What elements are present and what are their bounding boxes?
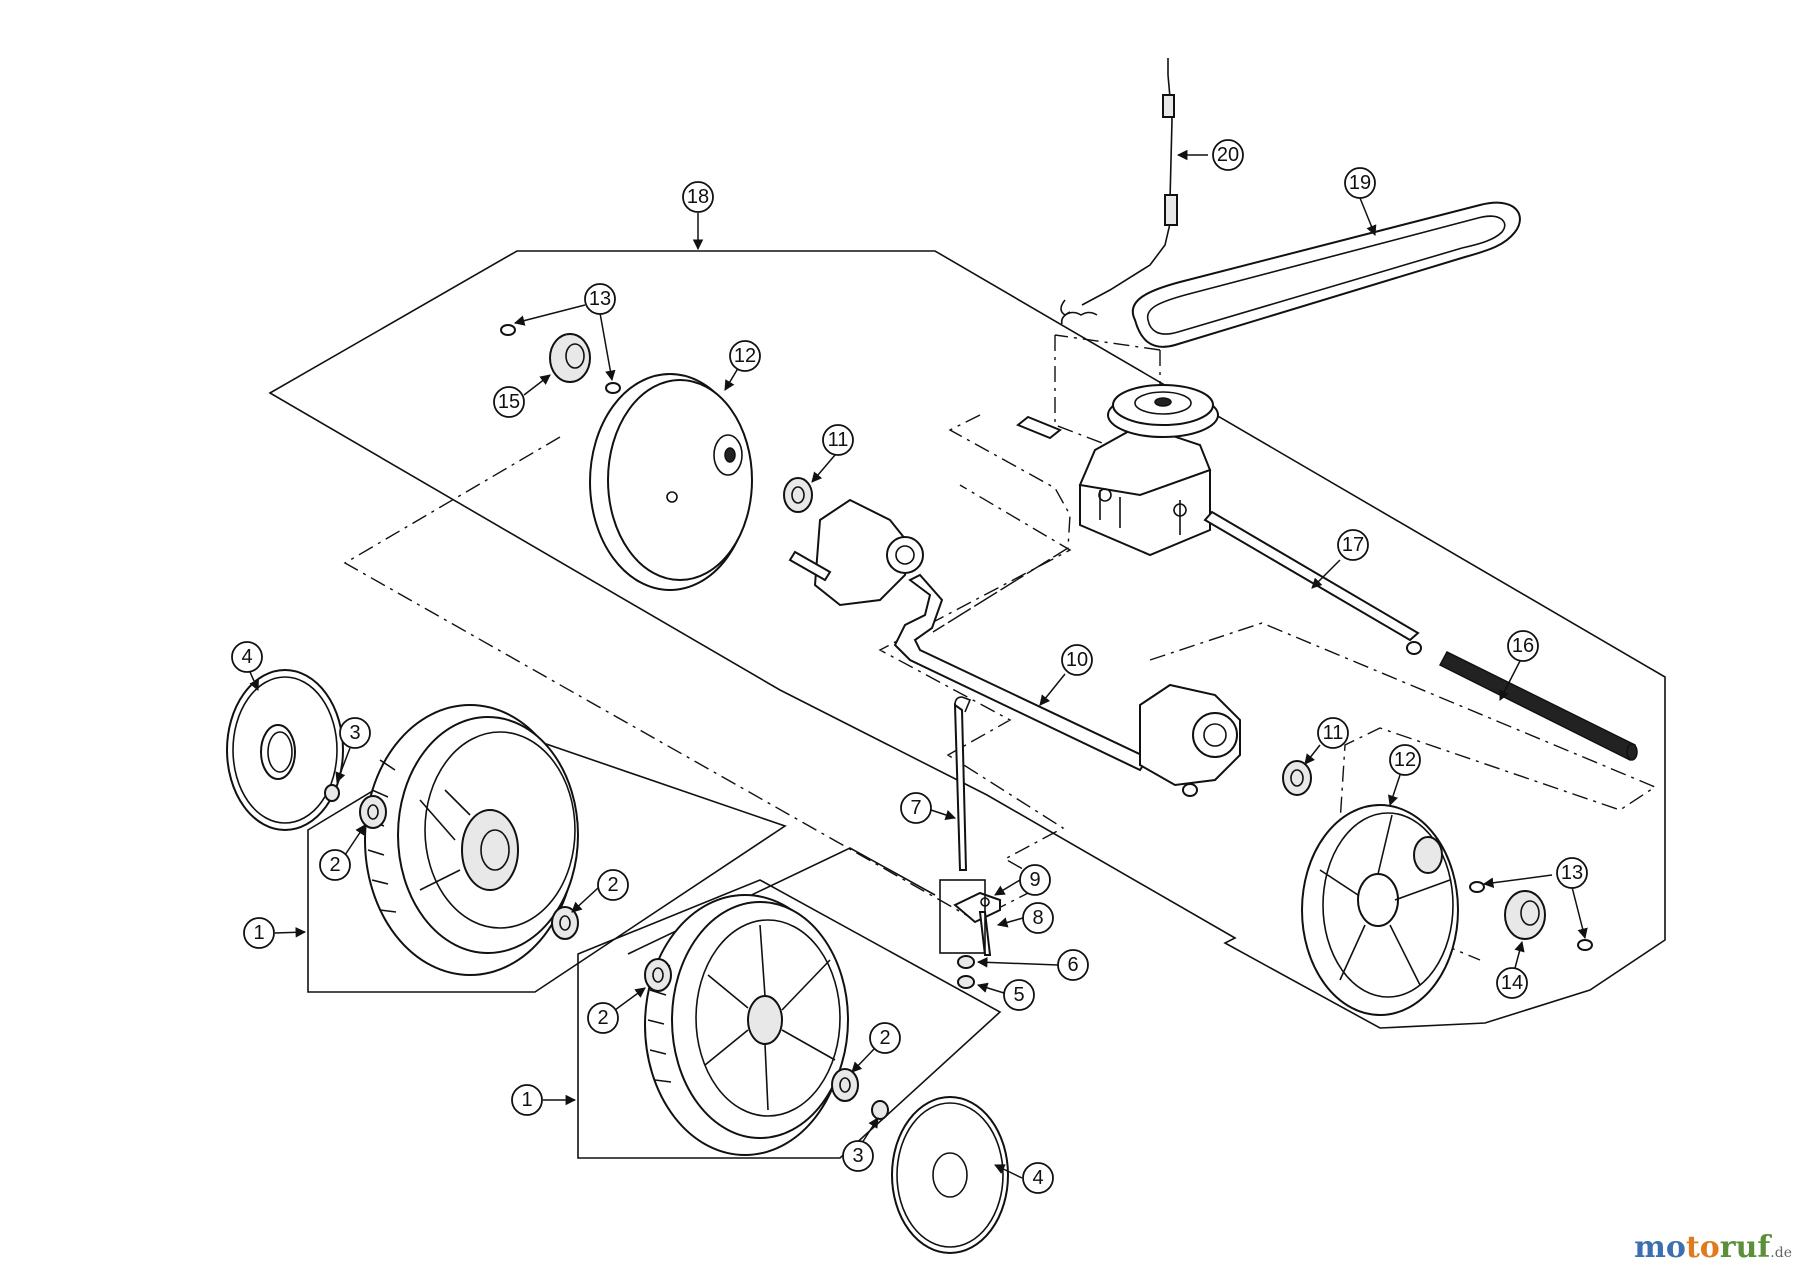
callout-20: 20 — [1212, 139, 1244, 171]
callout-10: 10 — [1061, 644, 1093, 676]
adjust-plate — [953, 891, 1001, 924]
svg-text:8: 8 — [1032, 907, 1043, 929]
height-adjust-rod — [953, 696, 972, 871]
clip-upper-right — [605, 382, 621, 394]
callout-5: 5 — [1003, 979, 1035, 1011]
bearing-upper — [783, 477, 813, 513]
callout-13-lower: 13 — [1556, 857, 1588, 889]
svg-text:13: 13 — [589, 288, 611, 310]
bushing-rear — [324, 784, 340, 802]
svg-text:3: 3 — [349, 722, 360, 744]
callout-1-rear: 1 — [243, 917, 275, 949]
knurled-shaft — [1438, 651, 1638, 762]
adjust-bracket-box — [939, 879, 986, 954]
callout-11-upper: 11 — [822, 424, 854, 456]
svg-text:13: 13 — [1561, 862, 1583, 884]
callout-13-upper: 13 — [584, 283, 616, 315]
callout-1-front: 1 — [511, 1084, 543, 1116]
bushing-front — [871, 1100, 889, 1120]
pinion-gear-lower — [1504, 890, 1546, 940]
callout-11-lower: 11 — [1317, 717, 1349, 749]
right-bearing-bracket — [1139, 683, 1241, 797]
svg-text:11: 11 — [828, 429, 849, 451]
transmission-gearbox — [1078, 384, 1219, 557]
svg-text:5: 5 — [1013, 984, 1024, 1006]
callout-12-upper: 12 — [729, 340, 761, 372]
hub-cap-rear — [226, 669, 344, 831]
watermark-logo: motoruf.de — [1634, 1230, 1792, 1265]
callout-12-lower: 12 — [1389, 744, 1421, 776]
left-axle-group-outline — [343, 436, 1072, 921]
drive-belt — [1131, 201, 1521, 348]
svg-text:10: 10 — [1066, 649, 1088, 671]
callout-18: 18 — [682, 181, 714, 213]
bearing-lower — [1282, 760, 1312, 796]
drive-disc-upper — [589, 373, 753, 591]
svg-text:16: 16 — [1512, 635, 1534, 657]
svg-text:17: 17 — [1342, 534, 1364, 556]
callout-8: 8 — [1022, 902, 1054, 934]
svg-text:11: 11 — [1323, 722, 1344, 744]
callout-4-rear: 4 — [231, 641, 263, 673]
svg-text:7: 7 — [910, 797, 921, 819]
callout-2-rear-right: 2 — [597, 869, 629, 901]
rear-wheel — [364, 704, 579, 976]
nut-upper — [957, 955, 975, 969]
svg-text:19: 19 — [1349, 172, 1371, 194]
callout-16: 16 — [1507, 630, 1539, 662]
callout-2-rear-left: 2 — [319, 849, 351, 881]
callout-3-rear: 3 — [339, 717, 371, 749]
svg-text:14: 14 — [1501, 972, 1523, 994]
drive-axle — [1016, 415, 1422, 655]
left-bearing-bracket — [788, 498, 924, 607]
front-wheel-box — [577, 879, 1002, 1159]
svg-text:2: 2 — [607, 874, 618, 896]
svg-text:18: 18 — [687, 186, 709, 208]
callout-15: 15 — [493, 386, 525, 418]
gearbox-group-outline — [932, 414, 1071, 633]
clip-lower-left — [1469, 881, 1485, 893]
svg-text:4: 4 — [1032, 1167, 1043, 1189]
callout-4-front: 4 — [1022, 1162, 1054, 1194]
callout-9: 9 — [1019, 864, 1051, 896]
svg-text:4: 4 — [241, 646, 252, 668]
svg-text:9: 9 — [1029, 869, 1040, 891]
svg-text:20: 20 — [1217, 144, 1239, 166]
bearing-rear-outer — [551, 906, 579, 940]
callout-6: 6 — [1057, 949, 1089, 981]
pinion-gear-upper — [549, 333, 591, 383]
bearing-rear-inner — [359, 795, 387, 829]
callout-2-front-right: 2 — [869, 1022, 901, 1054]
bearing-front-outer — [831, 1068, 859, 1102]
callout-7: 7 — [900, 792, 932, 824]
svg-text:2: 2 — [329, 854, 340, 876]
callout-17: 17 — [1337, 529, 1369, 561]
svg-text:1: 1 — [521, 1089, 532, 1111]
nut-lower — [957, 975, 975, 989]
hub-cap-front — [891, 1096, 1009, 1254]
clip-lower-right — [1577, 939, 1593, 951]
front-wheel — [644, 894, 849, 1156]
clip-upper-left — [500, 324, 516, 336]
assembly-18-outline — [268, 250, 1666, 1029]
drive-disc-lower — [1301, 804, 1459, 1016]
svg-text:15: 15 — [498, 391, 520, 413]
callout-14: 14 — [1496, 967, 1528, 999]
bearing-front-inner — [644, 958, 672, 992]
svg-text:12: 12 — [1394, 749, 1416, 771]
svg-text:3: 3 — [852, 1145, 863, 1167]
svg-text:2: 2 — [879, 1027, 890, 1049]
callout-3-front: 3 — [842, 1140, 874, 1172]
callout-2-front-left: 2 — [587, 1002, 619, 1034]
svg-text:2: 2 — [597, 1007, 608, 1029]
control-cable — [1060, 58, 1178, 325]
u-axle — [893, 573, 1150, 772]
svg-text:6: 6 — [1067, 954, 1078, 976]
callout-19: 19 — [1344, 167, 1376, 199]
svg-text:12: 12 — [734, 345, 756, 367]
svg-text:1: 1 — [253, 922, 264, 944]
